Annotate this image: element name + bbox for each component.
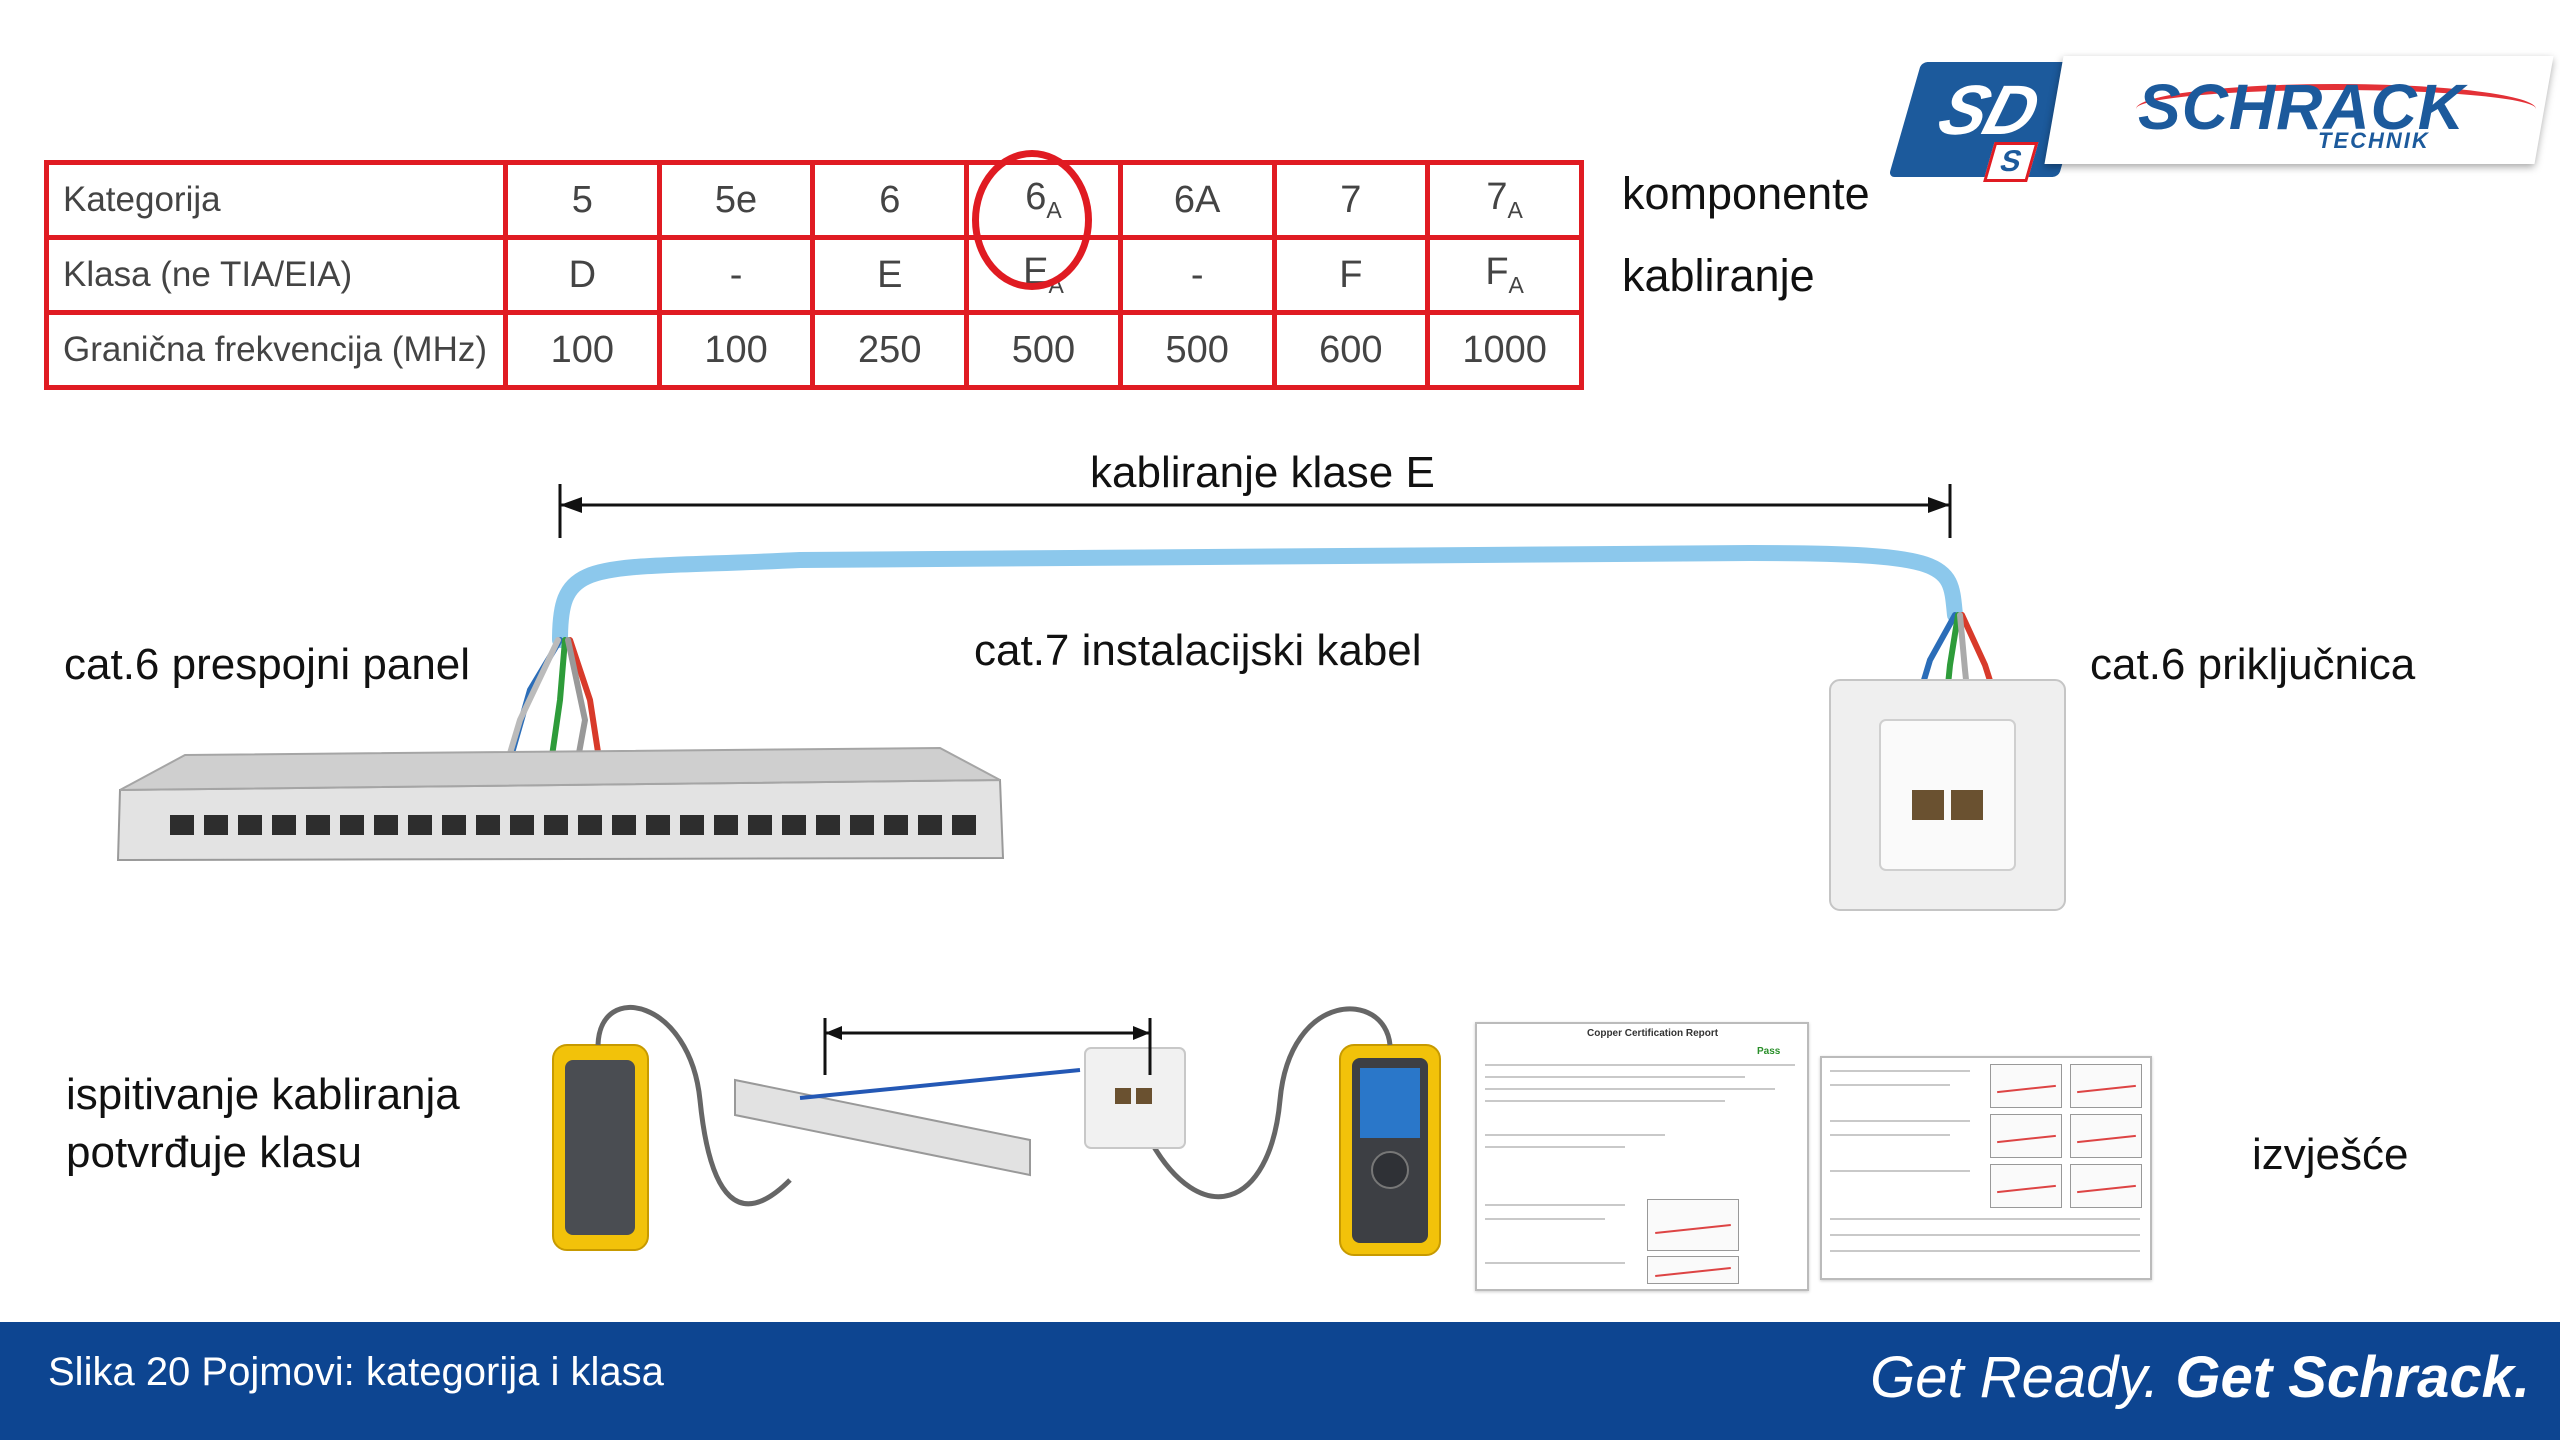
patch-port — [374, 815, 398, 835]
patch-port — [170, 815, 194, 835]
footer-tagline: Get Ready. Get Schrack. — [1870, 1344, 2530, 1411]
patch-port — [578, 815, 602, 835]
patch-port — [714, 815, 738, 835]
cell-value: E — [877, 253, 903, 296]
cell-value: 5 — [571, 178, 593, 221]
patch-port — [238, 815, 262, 835]
patch-port — [204, 815, 228, 835]
patch-port — [680, 815, 704, 835]
table-cell: E — [810, 235, 970, 315]
tagline-part-b: Get Schrack. — [2175, 1345, 2530, 1410]
cell-value: 6 — [879, 178, 901, 221]
table-cell: 5e — [656, 160, 816, 240]
cell-value: 600 — [1319, 328, 1383, 371]
patch-port — [476, 815, 500, 835]
cell-value: - — [1190, 253, 1204, 296]
side-label-components: komponente — [1622, 168, 1870, 219]
cell-value: 5e — [714, 178, 758, 221]
table-cell: 6A — [1117, 160, 1277, 240]
highlight-circle — [972, 150, 1092, 290]
table-cell: 500 — [964, 310, 1123, 390]
cell-value: 500 — [1011, 328, 1076, 371]
footer-bar: Slika 20 Pojmovi: kategorija i klasa Get… — [0, 1322, 2560, 1440]
report-label: izvješće — [2252, 1130, 2409, 1179]
report-sheet-1: Copper Certification Report Pass — [1475, 1022, 1809, 1291]
report-sheet-2 — [1820, 1056, 2152, 1280]
technik-logo-text: TECHNIK — [2318, 128, 2430, 153]
patch-port — [306, 815, 330, 835]
row-label: Granična frekvencija (MHz) — [44, 310, 508, 390]
patch-port — [884, 815, 908, 835]
test-setup — [552, 1005, 1441, 1256]
patch-port — [408, 815, 432, 835]
table-cell: - — [1117, 235, 1277, 315]
table-cell: 7A — [1425, 160, 1584, 240]
patch-port — [340, 815, 364, 835]
table-cell: 250 — [810, 310, 970, 390]
table-cell: 100 — [656, 310, 816, 390]
panel-label: cat.6 prespojni panel — [64, 640, 471, 689]
cable-label: cat.7 instalacijski kabel — [974, 626, 1422, 675]
patch-panel-ports — [170, 815, 976, 835]
test-label-line2: potvrđuje klasu — [66, 1128, 362, 1177]
span-arrow — [558, 484, 1952, 538]
table-cell: 500 — [1117, 310, 1277, 390]
figure-caption: Slika 20 Pojmovi: kategorija i klasa — [48, 1350, 664, 1394]
tagline-part-a: Get Ready. — [1870, 1345, 2160, 1410]
cell-value: 250 — [858, 328, 922, 371]
installation-cable — [552, 544, 1963, 648]
cell-value: 100 — [704, 328, 768, 371]
side-label-cabling: kabliranje — [1622, 250, 1815, 301]
wall-outlet — [1829, 679, 2066, 911]
cell-value: 7 — [1340, 178, 1362, 221]
cell-subscript: A — [1507, 197, 1523, 223]
cell-value: F — [1485, 251, 1509, 293]
patch-port — [272, 815, 296, 835]
patch-port — [544, 815, 568, 835]
cell-value: 1000 — [1462, 328, 1547, 371]
cell-value: F — [1339, 253, 1363, 296]
patch-port — [850, 815, 874, 835]
span-label: kabliranje klase E — [1090, 448, 1435, 497]
table-cell: 7 — [1271, 160, 1431, 240]
table-cell: - — [656, 235, 816, 315]
table-cell: 6 — [810, 160, 970, 240]
cell-value: D — [568, 253, 597, 296]
row-label: Klasa (ne TIA/EIA) — [44, 235, 508, 315]
cell-value: 6A — [1173, 178, 1221, 221]
patch-port — [646, 815, 670, 835]
table-cell: FA — [1425, 235, 1584, 315]
schrack-logo-text: SCHRACK — [2138, 71, 2465, 143]
patch-port — [952, 815, 976, 835]
outlet-label: cat.6 priključnica — [2090, 640, 2416, 689]
row-label: Kategorija — [44, 160, 508, 240]
cell-value: - — [729, 253, 743, 296]
table-cell: 1000 — [1425, 310, 1584, 390]
cabling-diagram — [116, 484, 2066, 1256]
cell-value: 7 — [1486, 176, 1508, 218]
table-cell: 100 — [503, 310, 662, 390]
cell-value: 500 — [1165, 328, 1229, 371]
patch-port — [782, 815, 806, 835]
table-row: Granična frekvencija (MHz) 100 100 250 500 50… — [44, 310, 1584, 390]
cell-value: 100 — [550, 328, 615, 371]
table-cell: 600 — [1271, 310, 1431, 390]
patch-port — [442, 815, 466, 835]
table-cell: D — [503, 235, 662, 315]
report-pass: Pass — [1757, 1046, 1781, 1057]
patch-port — [748, 815, 772, 835]
test-label-line1: ispitivanje kabliranja — [66, 1070, 460, 1119]
cell-subscript: A — [1508, 272, 1524, 298]
patch-port — [918, 815, 942, 835]
table-cell: 5 — [503, 160, 662, 240]
patch-port — [612, 815, 636, 835]
patch-port — [510, 815, 534, 835]
logo-swoosh-icon — [2136, 84, 2536, 134]
table-cell: F — [1271, 235, 1431, 315]
patch-port — [816, 815, 840, 835]
patch-panel — [116, 746, 1005, 862]
report-title: Copper Certification Report — [1587, 1028, 1719, 1039]
